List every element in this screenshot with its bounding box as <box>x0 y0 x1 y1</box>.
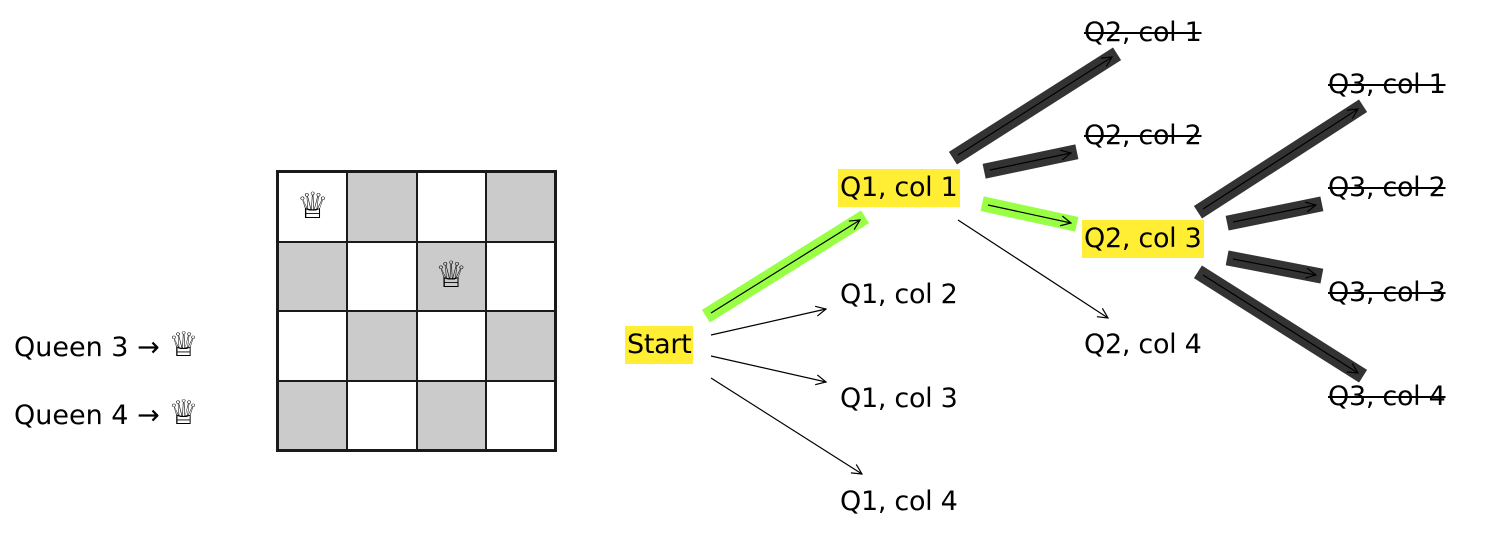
edge-arrow <box>989 153 1071 171</box>
edge-q1c1-to-q2c2 <box>982 144 1079 179</box>
board-cell-r4-c3 <box>416 380 486 450</box>
node-q2-col2: Q2, col 2 <box>1084 117 1202 155</box>
node-label: Q3, col 2 <box>1328 172 1446 203</box>
node-q1-col3: Q1, col 3 <box>840 380 958 418</box>
edge-arrow <box>710 355 826 382</box>
node-q3-col1: Q3, col 1 <box>1328 66 1446 104</box>
board-cell-r3-c2 <box>347 311 417 381</box>
edge-q1c1-to-q2c4 <box>957 219 1108 318</box>
node-label: Q1, col 2 <box>840 279 958 310</box>
node-q2-col4: Q2, col 4 <box>1084 326 1202 364</box>
board-cell-r4-c4 <box>485 380 555 450</box>
node-q3-col3: Q3, col 3 <box>1328 274 1446 312</box>
edge-q2c3-to-q3c1 <box>1193 99 1368 219</box>
queen-icon: ♕ <box>434 255 468 297</box>
edge-arrow <box>1232 258 1316 275</box>
edge-q1c1-to-q2c3 <box>980 196 1079 232</box>
node-q2-col1: Q2, col 1 <box>1084 14 1202 52</box>
pending-queen-4: Queen 4 → ♕ <box>14 394 199 435</box>
chessboard: ♕♕ <box>276 170 557 452</box>
pending-queen-3: Queen 3 → ♕ <box>14 326 199 367</box>
edge-arrow <box>1232 205 1316 223</box>
board-cell-r4-c1 <box>278 380 348 450</box>
node-q3-col4: Q3, col 4 <box>1328 378 1446 416</box>
board-cell-r3-c3 <box>416 311 486 381</box>
arrow-right-icon: → <box>137 332 160 363</box>
edge-q2c3-to-q3c2 <box>1225 196 1324 231</box>
board-cell-r1-c3 <box>416 172 486 242</box>
board-cell-r1-c2 <box>347 172 417 242</box>
queen-icon: ♕ <box>296 185 329 227</box>
board-cell-r2-c4 <box>485 241 555 311</box>
node-q3-col2: Q3, col 2 <box>1328 169 1446 207</box>
queen-icon: ♕ <box>168 393 199 433</box>
edge-q2c3-to-q3c4 <box>1193 265 1368 383</box>
node-label: Q1, col 4 <box>840 486 958 517</box>
node-label: Q3, col 3 <box>1328 277 1446 308</box>
board-cell-r2-c3: ♕ <box>416 241 486 311</box>
node-label: Q1, col 1 <box>840 172 958 203</box>
node-q1-col2: Q1, col 2 <box>840 276 958 314</box>
node-label: Q2, col 4 <box>1084 329 1202 360</box>
queen-icon: ♕ <box>168 325 199 365</box>
board-cell-r3-c4 <box>485 311 555 381</box>
node-label: Q3, col 1 <box>1328 69 1446 100</box>
board-cell-r4-c2 <box>347 380 417 450</box>
board-cell-r1-c4 <box>485 172 555 242</box>
node-label: Q1, col 3 <box>840 383 958 414</box>
pending-queen-label: Queen 4 <box>14 400 129 431</box>
edge-start-to-q1c1 <box>701 210 870 323</box>
node-start: Start <box>625 326 694 364</box>
edge-start-to-q1c2 <box>710 309 826 336</box>
board-cell-r2-c2 <box>347 241 417 311</box>
edge-arrow <box>987 204 1071 223</box>
edge-q1c1-to-q2c1 <box>948 47 1122 165</box>
edge-arrow <box>710 377 862 474</box>
edge-q2c3-to-q3c3 <box>1225 250 1324 284</box>
board-cell-r1-c1: ♕ <box>278 172 348 242</box>
node-label: Q2, col 3 <box>1084 223 1202 254</box>
board-cell-r3-c1 <box>278 311 348 381</box>
edge-start-to-q1c4 <box>710 377 862 474</box>
edge-arrow <box>1202 274 1358 373</box>
node-q1-col1: Q1, col 1 <box>838 169 960 207</box>
node-label: Q2, col 2 <box>1084 120 1202 151</box>
node-label: Q2, col 1 <box>1084 17 1202 48</box>
node-label: Start <box>627 329 692 360</box>
edge-start-to-q1c3 <box>710 355 826 382</box>
pending-queen-label: Queen 3 <box>14 332 129 363</box>
arrow-right-icon: → <box>137 400 160 431</box>
edge-arrow <box>957 219 1108 318</box>
edge-arrow <box>710 220 860 314</box>
board-cell-r2-c1 <box>278 241 348 311</box>
node-q1-col4: Q1, col 4 <box>840 483 958 521</box>
edge-arrow <box>957 57 1112 156</box>
edge-arrow <box>710 309 826 336</box>
node-q2-col3: Q2, col 3 <box>1082 220 1204 258</box>
edge-arrow <box>1202 109 1358 210</box>
node-label: Q3, col 4 <box>1328 381 1446 412</box>
